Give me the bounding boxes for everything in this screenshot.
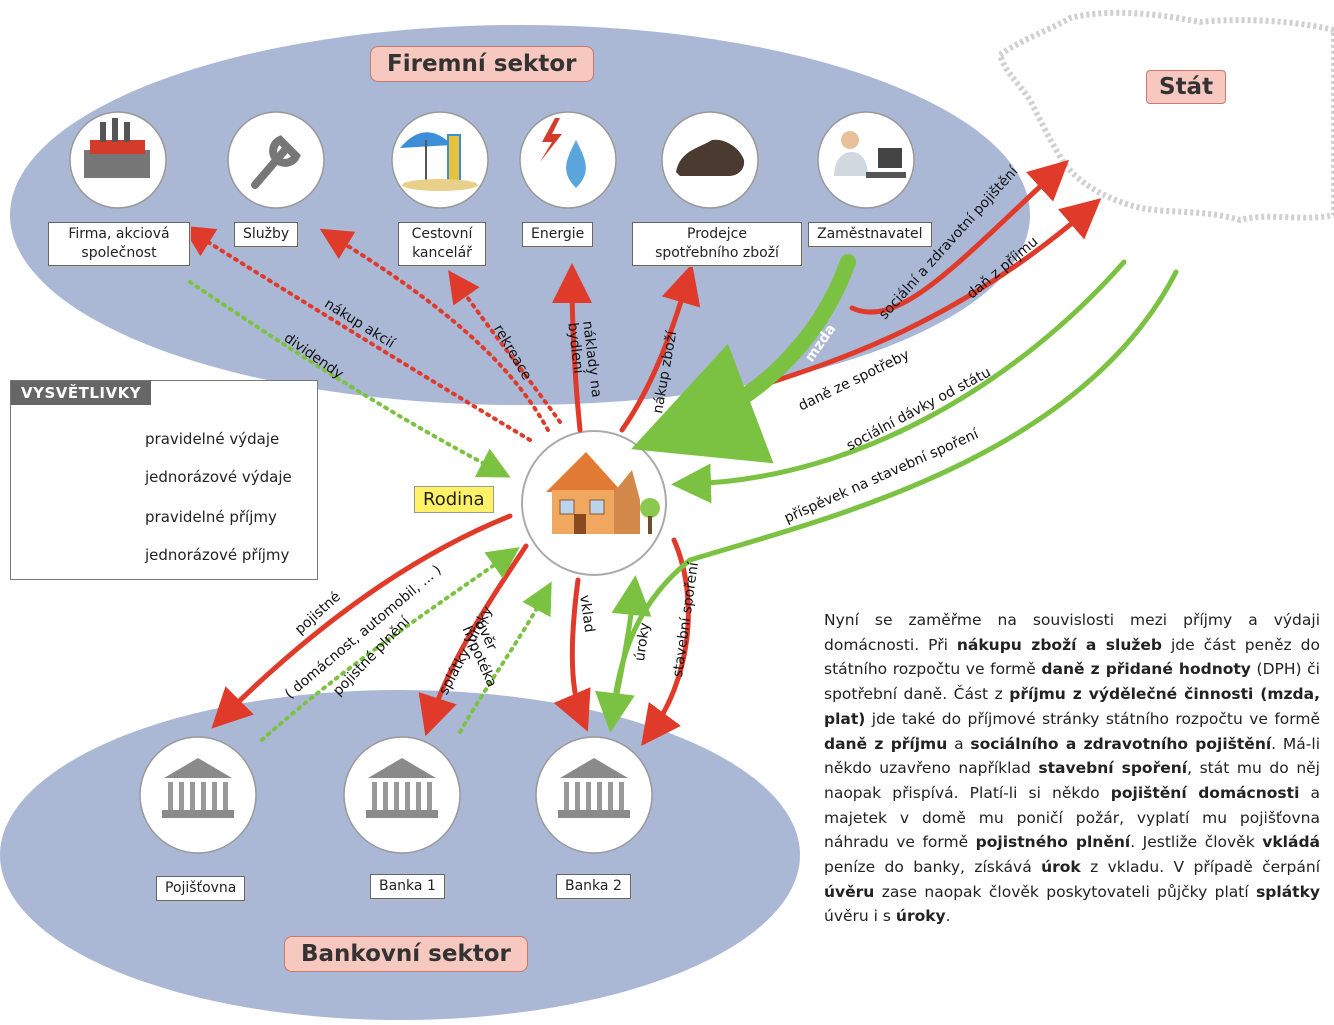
paragraph-run: Nyní se zaměřme na souvislosti mezi příj… bbox=[824, 611, 1320, 654]
paragraph-run: jde také do příjmové stránky státního ro… bbox=[865, 709, 1320, 728]
czech-map-shape bbox=[996, 9, 1334, 224]
paragraph-bold-run: úrok bbox=[1041, 858, 1081, 877]
stat-title: Stát bbox=[1146, 70, 1227, 104]
company-label-firma: Firma, akciová společnost bbox=[48, 222, 190, 266]
paragraph-run: , stát mu do něj naopak přispívá. Platí-… bbox=[824, 759, 1320, 802]
paragraph-bold-run: pojistného plnění bbox=[975, 833, 1131, 852]
legend: VYSVĚTLIVKY pravidelné výdaje jednorázov… bbox=[10, 380, 318, 580]
legend-item-label: pravidelné příjmy bbox=[145, 508, 277, 526]
bank-icons bbox=[139, 736, 653, 854]
legend-item-label: pravidelné výdaje bbox=[145, 430, 280, 448]
paragraph-bold-run: splátky bbox=[1256, 882, 1320, 901]
arrow-socialni-davky bbox=[671, 259, 1127, 504]
bank-building-icon bbox=[139, 736, 257, 854]
flow-arrows bbox=[181, 159, 1179, 747]
paragraph-run: . bbox=[945, 907, 951, 926]
company-label-zamestnavatel: Zaměstnavatel bbox=[808, 222, 932, 247]
paragraph-bold-run: nákupu zboží a služeb bbox=[956, 635, 1162, 654]
arrow-mzda bbox=[631, 254, 856, 464]
arrow-uroky bbox=[609, 575, 652, 721]
beach-umbrella-icon bbox=[391, 111, 489, 209]
paragraph-bold-run: daně z příjmu bbox=[824, 734, 948, 753]
paragraph-run: a majetek v domě mu poničí požár, vyplat… bbox=[824, 783, 1320, 852]
legend-title: VYSVĚTLIVKY bbox=[11, 381, 152, 405]
company-label-sluzby: Služby bbox=[234, 222, 299, 247]
legend-item: jednorázové příjmy bbox=[11, 543, 311, 567]
rodina-label: Rodina bbox=[414, 486, 494, 513]
paragraph-bold-run: stavební spoření bbox=[1038, 759, 1188, 778]
legend-item-label: jednorázové výdaje bbox=[145, 468, 292, 486]
paragraph-bold-run: úroky bbox=[895, 907, 946, 926]
paragraph-bold-run: úvěru bbox=[824, 882, 875, 901]
paragraph-run: jde část peněz do státního rozpočtu ve f… bbox=[824, 635, 1320, 679]
legend-item-label: jednorázové příjmy bbox=[145, 546, 290, 564]
arrow-socialni-zdravotni bbox=[849, 159, 1070, 315]
paragraph-run: úvěru i s bbox=[824, 907, 896, 926]
bankovni-sektor-title: Bankovní sektor bbox=[284, 936, 528, 972]
paragraph-bold-run: pojištění domácnosti bbox=[1110, 783, 1300, 802]
paragraph-run: (DPH) či spotřební daně. Část z bbox=[824, 660, 1320, 704]
arrow-rekreace bbox=[319, 228, 550, 432]
paragraph-bold-run: příjmu z výdělečné činnosti (mzda, plat) bbox=[824, 685, 1320, 728]
firemni-sektor-area bbox=[10, 25, 1030, 405]
bank-building-icon bbox=[535, 736, 653, 854]
arrow-dividendy bbox=[188, 280, 511, 478]
paragraph-bold-run: vkládá bbox=[1262, 833, 1321, 852]
bank-label-pojistovna: Pojišťovna bbox=[156, 876, 246, 901]
bank-label-banka1: Banka 1 bbox=[370, 874, 445, 899]
company-icons bbox=[69, 111, 915, 209]
bank-building-icon bbox=[558, 758, 630, 818]
arrow-rekreace-ck bbox=[448, 270, 562, 424]
legend-item: pravidelné výdaje bbox=[11, 427, 311, 451]
paragraph-bold-run: daně z přidané hodnoty bbox=[1041, 660, 1251, 679]
bank-label-banka2: Banka 2 bbox=[556, 874, 631, 899]
arrow-stavebni-sporeni bbox=[641, 537, 691, 747]
arrow-pojistne bbox=[211, 513, 513, 729]
legend-item: pravidelné příjmy bbox=[11, 505, 311, 529]
paragraph-run: . Jestliže člověk bbox=[1130, 833, 1263, 852]
bank-building-icon bbox=[343, 736, 461, 854]
paragraph-run: a bbox=[947, 734, 971, 753]
paragraph-run: z vkladu. V případě čerpání bbox=[1080, 858, 1320, 877]
firemni-sektor-title: Firemní sektor bbox=[370, 46, 594, 82]
house-icon bbox=[546, 452, 660, 534]
arrow-bydleni bbox=[552, 263, 593, 433]
paragraph-bold-run: sociálního a zdravotního pojištění bbox=[970, 734, 1272, 753]
arrow-uver bbox=[458, 581, 552, 734]
arrow-pojistne-plneni bbox=[260, 547, 520, 742]
arrow-vklad bbox=[553, 577, 591, 732]
bank-building-icon bbox=[366, 758, 438, 818]
company-label-prodejce: Prodejce spotřebního zboží bbox=[632, 222, 802, 266]
paragraph-run: peníze do banky, získává bbox=[824, 858, 1042, 877]
explanatory-paragraph: Nyní se zaměřme na souvislosti mezi příj… bbox=[824, 608, 1320, 929]
company-label-energie: Energie bbox=[522, 222, 594, 247]
legend-item: jednorázové výdaje bbox=[11, 465, 311, 489]
bank-building-icon bbox=[162, 758, 234, 818]
arrow-nakup-akcii bbox=[181, 225, 532, 442]
paragraph-run: . Má-li někdo uzavřeno například bbox=[824, 734, 1320, 778]
arrow-prispevek bbox=[595, 269, 1179, 733]
paragraph-run: zase naopak člověk poskytovateli půjčky … bbox=[874, 882, 1257, 901]
company-label-ck: Cestovní kancelář bbox=[398, 222, 486, 266]
